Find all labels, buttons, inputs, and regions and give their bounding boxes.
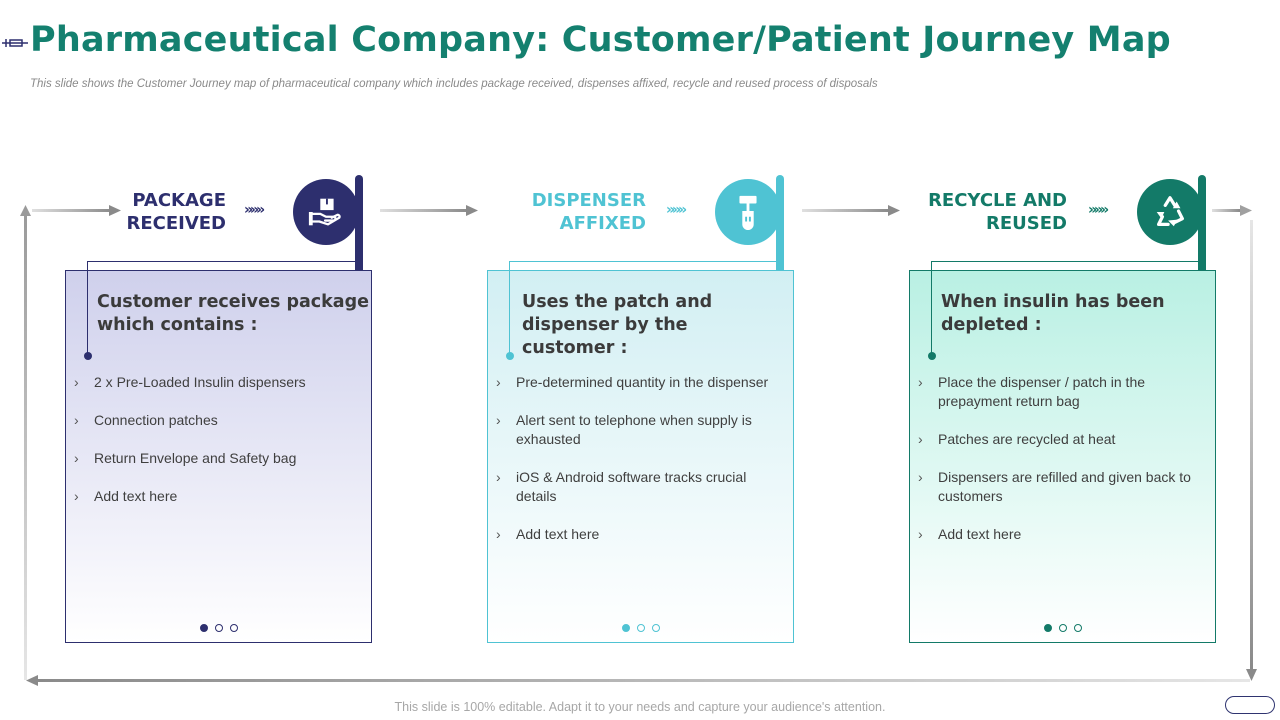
list-item: ›2 x Pre-Loaded Insulin dispensers xyxy=(74,374,306,390)
page-dot xyxy=(229,624,238,632)
loop-bottom-line xyxy=(36,679,1250,682)
list-item: ›Add text here xyxy=(74,488,178,504)
stage-1-label: PACKAGE RECEIVED xyxy=(126,190,226,234)
stage-3-connector xyxy=(931,261,1201,356)
list-item: ›Add text here xyxy=(918,526,1022,542)
stage-3-item-list: ›Place the dispenser / patch in the prep… xyxy=(918,373,1210,563)
chevron-right-icon: › xyxy=(496,374,501,390)
stage-1-icon-circle xyxy=(293,179,359,245)
page-dot xyxy=(214,624,223,632)
stage-1-heading: Customer receives package which contains… xyxy=(97,292,370,335)
chevron-right-icon: › xyxy=(496,469,501,485)
stage-3-connector-dot xyxy=(928,352,936,360)
stage-1-chevrons: »»» xyxy=(244,202,265,218)
list-item: ›Alert sent to telephone when supply is … xyxy=(496,412,752,447)
stage-3-heading: When insulin has been depleted : xyxy=(941,292,1165,335)
arrow-into-stage-1 xyxy=(32,209,112,212)
page-dot-active xyxy=(1043,624,1052,632)
chevron-right-icon: › xyxy=(74,450,79,466)
stage-3-label: RECYCLE AND REUSED xyxy=(928,190,1067,234)
chevron-right-icon: › xyxy=(918,374,923,390)
list-item: ›iOS & Android software tracks crucial d… xyxy=(496,469,747,504)
stage-2-page-dots xyxy=(488,624,793,632)
stage-2-accent-bar xyxy=(776,175,784,293)
stage-2-heading: Uses the patch and dispenser by the cust… xyxy=(522,292,713,358)
list-item: ›Add text here xyxy=(496,526,600,542)
arrow-stage-2-to-3 xyxy=(802,209,890,212)
list-item: ›Connection patches xyxy=(74,412,218,428)
loop-left-arrowhead xyxy=(20,205,31,216)
list-item: ›Return Envelope and Safety bag xyxy=(74,450,297,466)
list-item: ›Pre-determined quantity in the dispense… xyxy=(496,374,769,390)
page-dot xyxy=(1073,624,1082,632)
chevron-right-icon: › xyxy=(918,526,923,542)
stage-1-accent-bar xyxy=(355,175,363,293)
chevron-right-icon: › xyxy=(918,431,923,447)
stage-2-connector xyxy=(509,261,779,356)
stage-2-item-list: ›Pre-determined quantity in the dispense… xyxy=(496,373,788,563)
page-title: Pharmaceutical Company: Customer/Patient… xyxy=(30,20,1171,60)
list-item: ›Place the dispenser / patch in the prep… xyxy=(918,374,1146,409)
stage-3-accent-bar xyxy=(1198,175,1206,293)
stage-2-card: Uses the patch and dispenser by the cust… xyxy=(487,261,794,643)
recycle-icon xyxy=(1156,196,1184,227)
stage-1-card: Customer receives package which contains… xyxy=(65,261,372,643)
insulin-dispenser-icon xyxy=(739,195,757,231)
chevron-right-icon: › xyxy=(74,412,79,428)
stage-2-label: DISPENSER AFFIXED xyxy=(531,190,646,234)
page-dot-active xyxy=(621,624,630,632)
stage-1-item-list: ›2 x Pre-Loaded Insulin dispensers ›Conn… xyxy=(74,373,366,525)
page-dot xyxy=(651,624,660,632)
stage-2-connector-dot xyxy=(506,352,514,360)
page-dot xyxy=(636,624,645,632)
page-dot-active xyxy=(199,624,208,632)
page-subtitle: This slide shows the Customer Journey ma… xyxy=(30,78,878,90)
arrow-out-of-stage-3 xyxy=(1212,209,1240,212)
hand-holding-box-icon xyxy=(308,198,341,226)
stage-3-page-dots xyxy=(910,624,1215,632)
stage-1-connector xyxy=(87,261,357,356)
chevron-right-icon: › xyxy=(74,488,79,504)
footer-note: This slide is 100% editable. Adapt it to… xyxy=(394,700,886,714)
stage-3-card: When insulin has been depleted : ›Place … xyxy=(909,261,1216,643)
arrow-stage-1-to-2 xyxy=(380,209,468,212)
page-dot xyxy=(1058,624,1067,632)
chevron-right-icon: › xyxy=(918,469,923,485)
stage-1-connector-dot xyxy=(84,352,92,360)
corner-pill-shape xyxy=(1225,696,1275,714)
loop-left-line xyxy=(24,212,27,680)
list-item: ›Patches are recycled at heat xyxy=(918,431,1116,447)
stage-2-chevrons: »»» xyxy=(666,202,687,218)
chevron-right-icon: › xyxy=(496,412,501,428)
chevron-right-icon: › xyxy=(74,374,79,390)
syringe-icon xyxy=(2,39,28,47)
stage-2-icon-circle xyxy=(715,179,781,245)
stage-3-chevrons: »»» xyxy=(1088,202,1109,218)
stage-1-page-dots xyxy=(66,624,371,632)
chevron-right-icon: › xyxy=(496,526,501,542)
loop-right-line xyxy=(1250,220,1253,670)
stage-3-icon-circle xyxy=(1137,179,1203,245)
list-item: ›Dispensers are refilled and given back … xyxy=(918,469,1191,504)
